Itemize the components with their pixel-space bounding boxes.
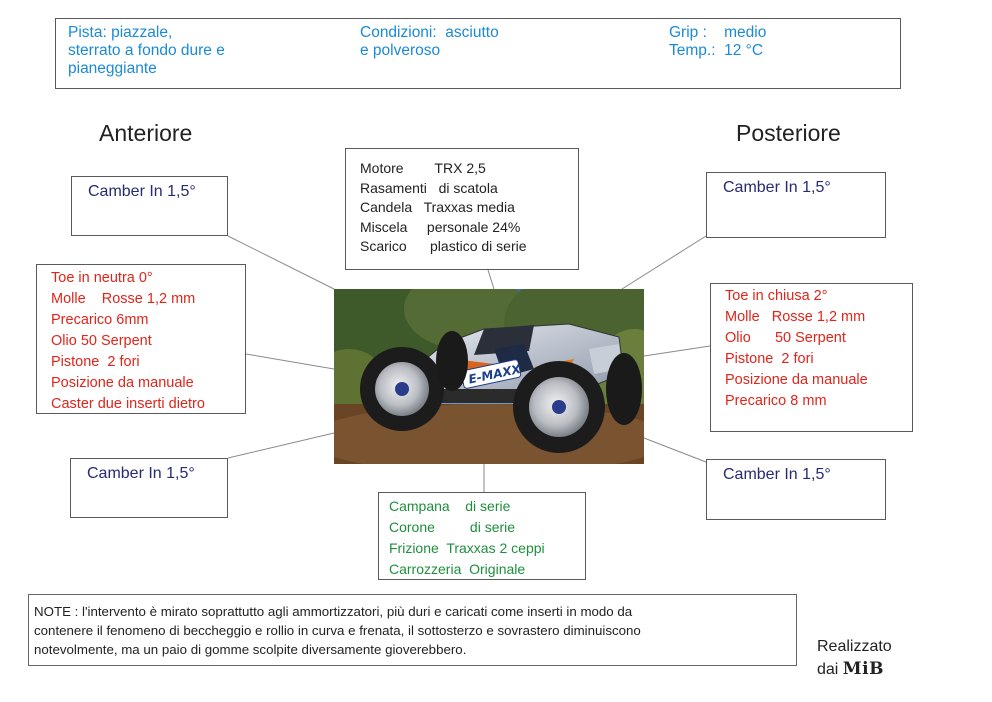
notes-line: contenere il fenomeno di beccheggio e ro… — [34, 623, 641, 638]
camber-label: Camber In 1,5° — [88, 183, 196, 200]
leader-rear-top — [621, 235, 707, 290]
drivetrain-box: Campana di serie Corone di serie Frizion… — [378, 492, 586, 580]
engine-line: Scarico plastico di serie — [360, 238, 527, 254]
notes-line: NOTE : l'intervento è mirato soprattutto… — [34, 604, 633, 619]
front-suspension-box: Toe in neutra 0° Molle Rosse 1,2 mm Prec… — [36, 264, 246, 414]
track-line: Pista: piazzale, — [68, 24, 173, 41]
drivetrain-line: Carrozzeria Originale — [389, 561, 526, 577]
conditions-line: Condizioni: asciutto — [360, 24, 499, 41]
track-line: sterrato a fondo dure e — [68, 42, 225, 59]
rear-suspension-line: Molle Rosse 1,2 mm — [725, 309, 866, 325]
camber-label: Camber In 1,5° — [723, 179, 831, 196]
front-heading: Anteriore — [99, 120, 193, 146]
truck-photo: E-MAXX — [334, 289, 644, 464]
leader-rear-bottom — [643, 437, 707, 463]
credits-line: Realizzato — [817, 638, 892, 655]
temperature-line: Temp.: 12 °C — [669, 42, 764, 59]
rear-bottom-camber-box: Camber In 1,5° — [706, 459, 886, 520]
drivetrain-line: Frizione Traxxas 2 ceppi — [389, 540, 545, 556]
rear-heading: Posteriore — [736, 120, 841, 146]
camber-label: Camber In 1,5° — [87, 465, 195, 482]
camber-label: Camber In 1,5° — [723, 466, 831, 483]
front-suspension-line: Precarico 6mm — [51, 312, 149, 328]
rear-suspension-box: Toe in chiusa 2° Molle Rosse 1,2 mm Olio… — [710, 283, 913, 432]
engine-line: Motore TRX 2,5 — [360, 160, 486, 176]
credits: Realizzato dai MiB — [817, 636, 892, 681]
grip-temperature: Grip : medio Temp.: 12 °C — [669, 24, 766, 60]
front-suspension-line: Caster due inserti dietro — [51, 396, 205, 412]
author-brand: MiB — [842, 659, 884, 679]
leader-rear-susp — [643, 345, 711, 357]
conditions-box: Pista: piazzale, sterrato a fondo dure e… — [55, 18, 901, 89]
front-suspension-line: Molle Rosse 1,2 mm — [51, 291, 196, 307]
front-bottom-camber-box: Camber In 1,5° — [70, 458, 228, 518]
leader-engine — [487, 269, 495, 290]
front-suspension-line: Pistone 2 fori — [51, 354, 140, 370]
notes-box: NOTE : l'intervento è mirato soprattutto… — [28, 594, 797, 666]
rear-suspension-line: Posizione da manuale — [725, 372, 868, 388]
notes-line: notevolmente, ma un paio di gomme scolpi… — [34, 642, 467, 657]
credits-author: dai MiB — [817, 658, 892, 681]
engine-setup-box: Motore TRX 2,5 Rasamenti di scatola Cand… — [345, 148, 579, 270]
rear-top-camber-box: Camber In 1,5° — [706, 172, 886, 238]
engine-line: Miscela personale 24% — [360, 218, 521, 235]
rear-suspension-line: Toe in chiusa 2° — [725, 288, 828, 304]
rear-suspension-line: Precarico 8 mm — [725, 393, 827, 409]
track-description: Pista: piazzale, sterrato a fondo dure e… — [68, 24, 225, 78]
front-top-camber-box: Camber In 1,5° — [71, 176, 228, 236]
drivetrain-line: Corone di serie — [389, 519, 516, 535]
grip-line: Grip : medio — [669, 24, 767, 41]
front-suspension-line: Olio 50 Serpent — [51, 333, 152, 349]
conditions-line: e polveroso — [360, 42, 441, 59]
leader-front-top — [227, 235, 341, 293]
credits-prefix: dai — [817, 661, 843, 678]
engine-line: Candela Traxxas media — [360, 199, 515, 215]
surface-conditions: Condizioni: asciutto e polveroso — [360, 24, 499, 60]
engine-line: Rasamenti di scatola — [360, 179, 498, 196]
front-suspension-line: Toe in neutra 0° — [51, 270, 153, 286]
leader-front-bottom — [227, 432, 335, 459]
front-suspension-line: Posizione da manuale — [51, 375, 194, 391]
drivetrain-line: Campana di serie — [389, 498, 511, 514]
rear-suspension-line: Olio 50 Serpent — [725, 330, 846, 346]
leader-front-susp — [245, 353, 335, 370]
rear-suspension-line: Pistone 2 fori — [725, 351, 814, 367]
track-line: pianeggiante — [68, 60, 157, 77]
